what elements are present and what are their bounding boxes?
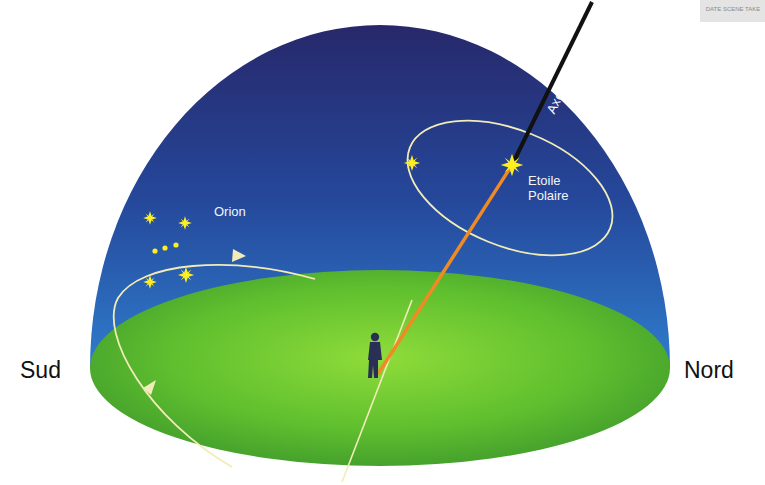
watermark-patch [700, 0, 765, 22]
orion-stars [143, 211, 194, 289]
star-label: Etoile Polaire [528, 174, 598, 204]
observer-figure [368, 333, 382, 378]
axis-line [378, 165, 512, 374]
direction-label: Sud [20, 357, 80, 383]
path-arrowhead [232, 249, 246, 262]
path-arrowhead [143, 380, 156, 395]
direction-label: Nord [684, 357, 760, 383]
meridian-line [342, 300, 412, 482]
watermark: DATE SCENE TAKE [703, 6, 763, 13]
constellation-label: Orion [214, 205, 274, 220]
orion-path [114, 265, 315, 467]
star [404, 155, 420, 171]
polar-circle [388, 94, 632, 282]
polaris-star [501, 154, 524, 177]
